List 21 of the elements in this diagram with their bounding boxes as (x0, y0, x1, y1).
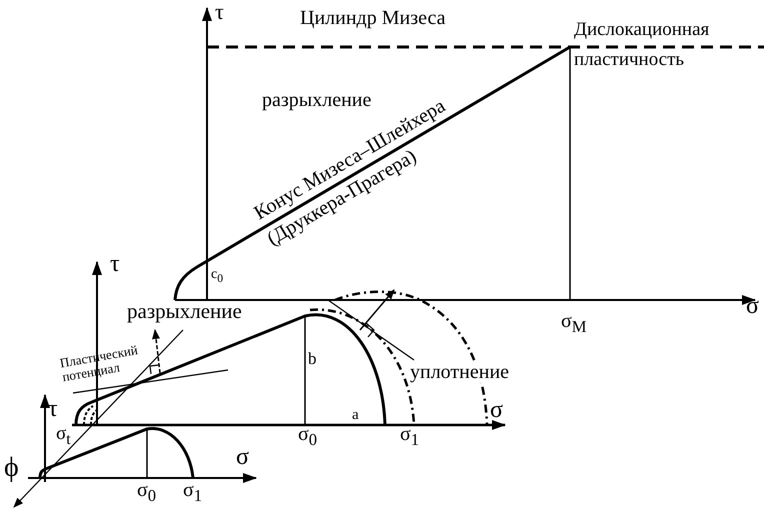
axis-value: σ$_{М}$ (561, 311, 587, 336)
axis-value: a (352, 408, 359, 424)
region-label: разрыхление (127, 300, 242, 322)
axis-label: τ (48, 397, 58, 422)
axis-label: τ (215, 0, 224, 24)
axis-value: σ$_{1}$ (183, 480, 202, 504)
axis-value: b (308, 350, 316, 368)
region-label: Дислокационная пластичность (574, 18, 710, 72)
axis-label: σ (490, 398, 503, 424)
axis-value: σ$_{t}$ (56, 424, 71, 448)
axis-label: ϕ (4, 453, 19, 482)
axis-label: σ (236, 445, 249, 470)
axis-value: σ$_{0}$ (137, 480, 156, 504)
curve-label: Цилиндр Мизеса (300, 8, 446, 29)
axis-value: σ$_{1}$ (400, 424, 420, 448)
axis-value: c$_{0}$ (211, 268, 224, 286)
region-label: уплотнение (410, 362, 510, 383)
axis-label: σ (746, 294, 759, 320)
axis-value: σ$_{0}$ (298, 424, 318, 448)
axis-label: τ (110, 252, 120, 278)
curve-label: Пластический потенциал (58, 341, 140, 384)
